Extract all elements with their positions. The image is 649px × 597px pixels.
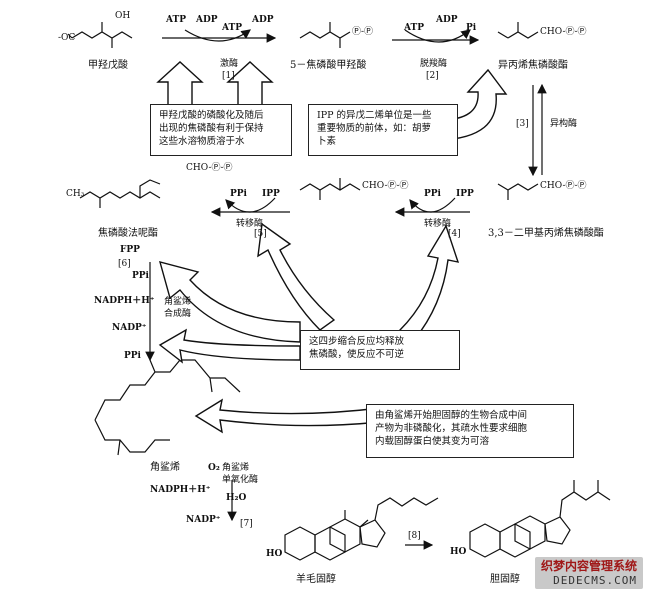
ipp-structure <box>497 22 539 39</box>
callout-line: 卜素 <box>317 136 337 147</box>
callout-line: 由角鲨烯开始胆固醇的生物合成中间 <box>375 410 528 421</box>
callout-line: 焦磷酸，使反应不可逆 <box>309 349 405 360</box>
atp-2: ATP <box>222 23 242 33</box>
fpp-cho-pp: CHO-Ⓟ-Ⓟ <box>186 163 233 173</box>
callout-phosphorylation: 甲羟戊酸的磷酸化及随后 出现的焦磷酸有利于保持 这些水溶物质溶于水 <box>150 104 292 156</box>
enzyme-7b: 单氧化酶 <box>222 475 259 485</box>
cholesterol-structure <box>469 480 611 558</box>
nadp-2: NADP⁺ <box>186 515 221 525</box>
hollow-arrow-3b <box>257 222 336 331</box>
enzyme-2: 脱羧酶 <box>420 59 448 69</box>
callout-isoprene-units: IPP 的异戊二烯单位是一些 重要物质的前体，如：胡萝 卜素 <box>308 104 458 156</box>
adp-3: ADP <box>436 15 458 25</box>
pi-1: Pi <box>466 23 477 33</box>
hollow-arrow-3c <box>398 224 460 341</box>
callout-condensation: 这四步缩合反应均释放 焦磷酸，使反应不可逆 <box>300 330 460 370</box>
enzyme-1: 激酶 <box>220 59 239 69</box>
ipp-1: IPP <box>456 189 474 199</box>
dmapp-cho-pp: CHO-Ⓟ-Ⓟ <box>540 181 587 191</box>
adp-1: ADP <box>196 15 218 25</box>
callout-hydrophobic: 由角鲨烯开始胆固醇的生物合成中间 产物为非磷酸化，其疏水性要求细胞 内载固醇蛋白… <box>366 404 574 458</box>
step-5: [5] <box>254 229 267 239</box>
dmapp-label: 3,3－二甲基丙烯焦磷酸酯 <box>488 228 604 239</box>
step-7: [7] <box>240 519 253 529</box>
nadp-1: NADP⁺ <box>112 323 147 333</box>
callout-line: 内载固醇蛋白使其变为可溶 <box>375 436 490 447</box>
hollow-arrow-1a <box>156 61 204 106</box>
nadph-1: NADPH＋H⁺ <box>94 296 155 306</box>
dmapp-structure <box>497 183 539 200</box>
callout-line: 重要物质的前体，如：胡萝 <box>317 123 432 134</box>
step-2: [2] <box>426 71 439 81</box>
enzyme-6b: 合成酶 <box>164 309 192 319</box>
atp-3: ATP <box>404 23 424 33</box>
ppi-2: PPi <box>230 189 247 199</box>
squalene-label: 角鲨烯 <box>150 462 180 473</box>
cholesterol-ho: HO <box>450 547 467 557</box>
ppi-1: PPi <box>424 189 441 199</box>
mevalonate-carboxyl: -OC <box>58 33 76 43</box>
o2-1: O₂ <box>208 463 220 473</box>
hollow-arrow-1b <box>226 61 274 106</box>
mevalonate-5pp-structure <box>299 22 351 48</box>
gpp-cho-pp: CHO-Ⓟ-Ⓟ <box>362 181 409 191</box>
enzyme-5: 转移酶 <box>236 219 264 229</box>
ipp-cho-pp: CHO-Ⓟ-Ⓟ <box>540 27 587 37</box>
ipp-2: IPP <box>262 189 280 199</box>
adp-2: ADP <box>252 15 274 25</box>
callout-line: 出现的焦磷酸有利于保持 <box>159 123 264 134</box>
gpp-structure <box>299 178 361 200</box>
lanosterol-ho: HO <box>266 549 283 559</box>
callout-line: 甲羟戊酸的磷酸化及随后 <box>159 110 264 121</box>
hollow-arrow-3a <box>158 261 301 343</box>
ppi-3: PPi <box>132 271 149 281</box>
watermark-main: 织梦内容管理系统 <box>540 559 637 573</box>
fpp-in: FPP <box>120 245 140 255</box>
step-4: [4] <box>448 229 461 239</box>
h2o-1: H₂O <box>226 493 247 503</box>
step-1: [1] <box>222 71 235 81</box>
hollow-arrow-3d <box>158 328 301 364</box>
mevalonate-structure <box>67 22 133 48</box>
enzyme-6a: 角鲨烯 <box>164 297 192 307</box>
callout-line: IPP 的异戊二烯单位是一些 <box>317 110 432 121</box>
lanosterol-label: 羊毛固醇 <box>296 574 336 585</box>
watermark-logo: 织梦内容管理系统 DEDECMS.COM <box>534 557 643 589</box>
mevalonate-5pp-phosphate: Ⓟ-Ⓟ <box>352 27 374 37</box>
hollow-arrow-4 <box>194 398 381 434</box>
mevalonate-oh: OH <box>115 11 131 21</box>
lanosterol-structure <box>284 497 439 561</box>
callout-line: 这些水溶物质溶于水 <box>159 136 245 147</box>
callout-line: 产物为非磷酸化，其疏水性要求细胞 <box>375 423 528 434</box>
step-8: [8] <box>408 531 421 541</box>
fpp-structure <box>79 179 161 208</box>
enzyme-3: 异构酶 <box>550 119 578 129</box>
step-3: [3] <box>516 119 529 129</box>
ipp-label: 异丙烯焦磷酸酯 <box>498 60 568 71</box>
step-6: [6] <box>118 259 131 269</box>
callout-line: 这四步缩合反应均释放 <box>309 336 405 347</box>
mevalonate-5pp-label: 5－焦磷酸甲羟酸 <box>290 60 367 71</box>
ppi-4: PPi <box>124 351 141 361</box>
fpp-label: 焦磷酸法呢酯 <box>98 228 158 239</box>
enzyme-4: 转移酶 <box>424 219 452 229</box>
mevalonate-label: 甲羟戊酸 <box>88 60 128 71</box>
watermark-sub: DEDECMS.COM <box>553 574 637 587</box>
fpp-ch3: CH₃ <box>66 189 85 199</box>
enzyme-7a: 角鲨烯 <box>222 463 250 473</box>
nadph-2: NADPH＋H⁺ <box>150 485 211 495</box>
cholesterol-label: 胆固醇 <box>490 574 520 585</box>
atp-1: ATP <box>166 15 186 25</box>
